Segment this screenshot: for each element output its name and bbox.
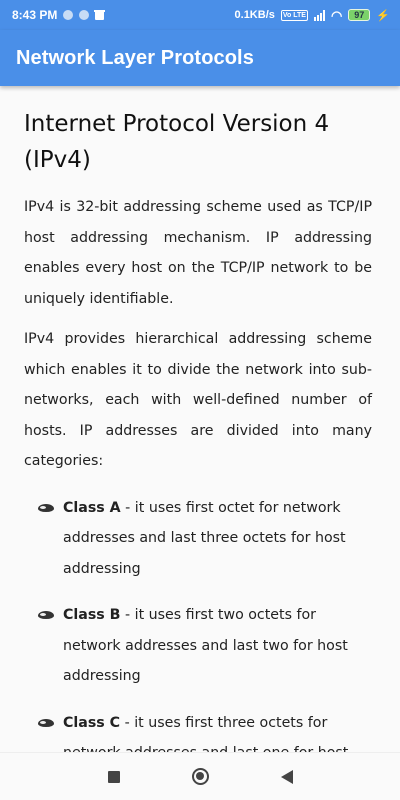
app-bar: Network Layer Protocols [0, 30, 400, 86]
charging-bolt-icon: ⚡ [376, 9, 390, 22]
list-item: Class A - it uses first octet for networ… [24, 493, 372, 585]
bullet-icon [38, 503, 54, 512]
bullet-icon [38, 611, 54, 619]
class-label: Class B [63, 607, 121, 623]
class-label: Class C [63, 714, 121, 731]
volte-icon: Vo LTE [280, 9, 308, 21]
home-circle-icon[interactable] [191, 768, 209, 785]
list-item-text: Class A - it uses first octet for networ… [63, 493, 372, 585]
status-bar: 8:43 PM 0.1KB/s Vo LTE ◠ 97 ⚡ [0, 0, 400, 30]
paragraph: IPv4 is 32-bit addressing scheme used as… [24, 199, 372, 307]
notification-dot-icon [79, 10, 90, 20]
content-scroll-area[interactable]: Internet Protocol Version 4 (IPv4) IPv4 … [0, 88, 400, 752]
list-item: Class C - it uses first three octets for… [24, 708, 372, 753]
class-description: - it uses first two octets for network a… [63, 607, 348, 684]
status-bar-left: 8:43 PM [12, 8, 106, 22]
back-triangle-icon[interactable] [280, 769, 293, 784]
page-heading: Internet Protocol Version 4 (IPv4) [24, 111, 330, 173]
status-time: 8:43 PM [12, 8, 58, 22]
paragraph: IPv4 provides hierarchical addressing sc… [24, 331, 372, 469]
class-label: Class A [63, 499, 121, 516]
notification-dot-icon [63, 10, 74, 20]
trash-icon [94, 10, 106, 20]
class-list: Class A - it uses first octet for networ… [24, 493, 372, 753]
class-description: - it uses first octet for network addres… [63, 499, 346, 577]
list-item-text: Class C - it uses first three octets for… [63, 708, 372, 753]
app-title: Network Layer Protocols [16, 46, 254, 69]
list-item: Class B - it uses first two octets for n… [24, 600, 372, 692]
recents-square-icon[interactable] [107, 770, 120, 783]
signal-icon [313, 9, 325, 21]
network-speed: 0.1KB/s [234, 9, 275, 21]
class-description: - it uses first three octets for network… [63, 714, 348, 753]
battery-icon: 97 [348, 9, 371, 21]
status-bar-right: 0.1KB/s Vo LTE ◠ 97 ⚡ [235, 9, 390, 22]
bullet-icon [38, 718, 54, 727]
system-nav-bar [0, 752, 400, 800]
list-item-text: Class B - it uses first two octets for n… [63, 600, 372, 692]
wifi-icon: ◠ [330, 7, 343, 23]
